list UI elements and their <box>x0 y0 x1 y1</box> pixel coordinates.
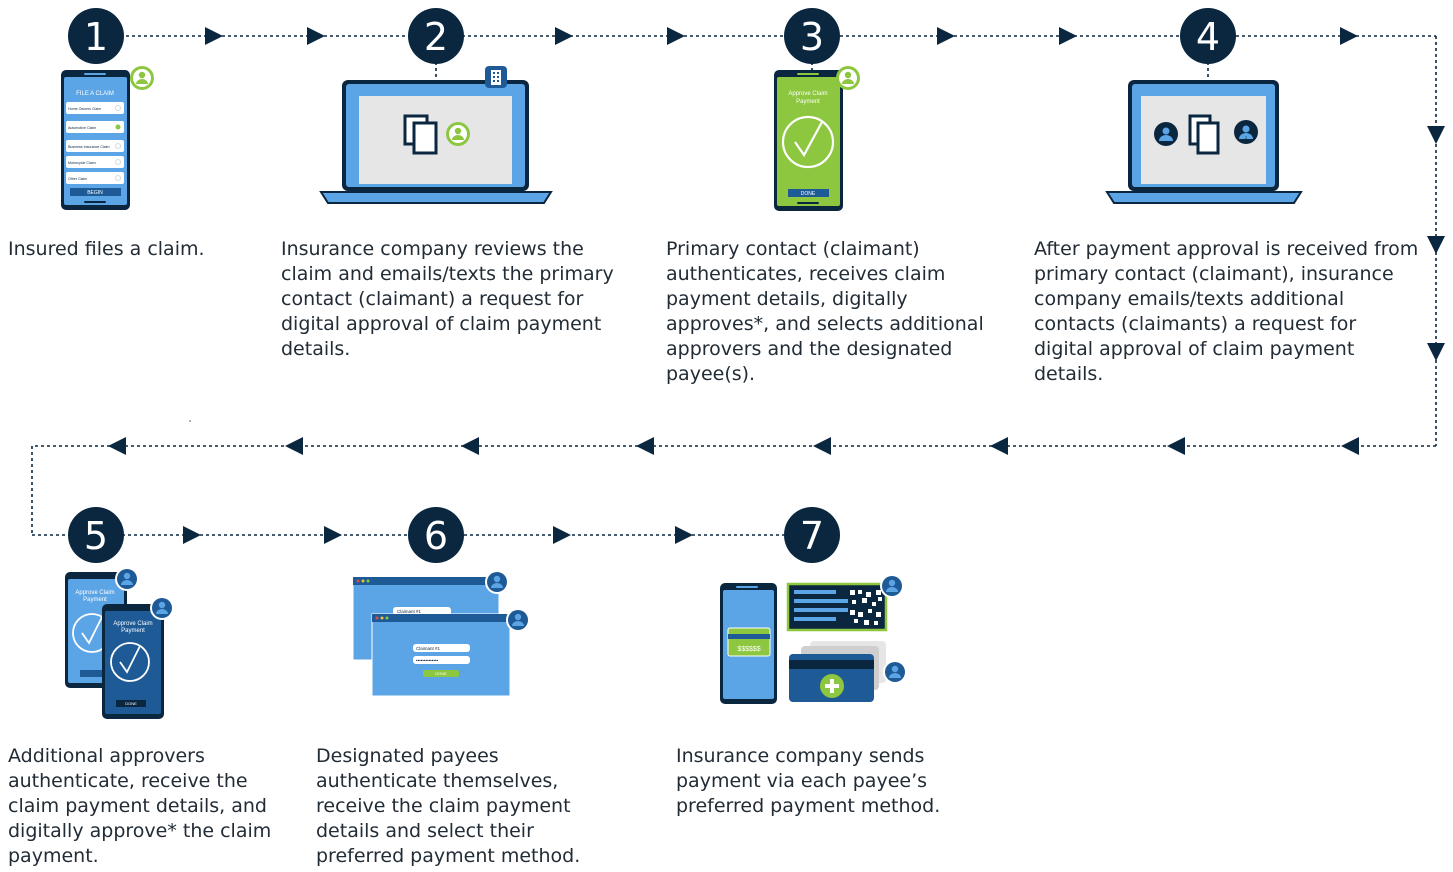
svg-text:7: 7 <box>800 514 824 558</box>
laptop-additional-contacts: 2 <box>1105 80 1303 204</box>
svg-text:DONE: DONE <box>435 671 447 676</box>
svg-text:Claimant #1: Claimant #1 <box>397 609 422 614</box>
credit-card-icon: $$$$$$ <box>727 627 771 657</box>
person-icon <box>836 66 860 90</box>
person-icon <box>446 122 470 146</box>
svg-text:Payment: Payment <box>121 628 145 634</box>
phones-additional-approvers: Approve Claim Payment Approve Claim Paym… <box>65 567 174 719</box>
step-circle-5: 5 <box>68 507 124 563</box>
svg-text:4: 4 <box>1196 15 1220 59</box>
step-circle-2: 2 <box>408 8 464 64</box>
building-icon <box>485 66 507 88</box>
step-circle-6: 6 <box>408 507 464 563</box>
svg-text:DONE: DONE <box>125 701 137 706</box>
svg-text:DONE: DONE <box>801 191 816 197</box>
plus-icon <box>820 674 844 698</box>
person-icon <box>506 608 530 632</box>
svg-text:1: 1 <box>84 15 108 59</box>
person-icon <box>880 574 904 598</box>
person-icon <box>130 66 154 90</box>
phone-file-claim: FILE A CLAIM Home Owners Claim Automotiv… <box>61 66 154 210</box>
svg-text:$$$$$$: $$$$$$ <box>737 646 760 653</box>
person-icon: 2 <box>1234 120 1258 144</box>
qr-code-icon <box>850 590 882 625</box>
documents-icon <box>1188 114 1220 155</box>
svg-text:Approve Claim: Approve Claim <box>788 91 827 97</box>
checkmark-icon <box>781 115 835 169</box>
person-icon <box>115 567 139 591</box>
person-icon <box>150 596 174 620</box>
step-circle-3: 3 <box>784 8 840 64</box>
phone-approve-claim: Approve Claim Payment DONE <box>774 66 860 211</box>
svg-text:Approve Claim: Approve Claim <box>75 590 114 596</box>
person-icon <box>485 570 509 594</box>
step-5-description: Additional approvers authenticate, recei… <box>8 745 272 867</box>
person-icon <box>1154 122 1178 146</box>
svg-text:Claimant #1: Claimant #1 <box>416 646 441 651</box>
checkmark-icon <box>110 642 150 682</box>
svg-text:Payment: Payment <box>796 99 820 105</box>
payment-methods: $$$$$$ <box>720 574 907 704</box>
svg-text:2: 2 <box>424 15 448 59</box>
claim-option-list: Home Owners Claim Automotive Claim Busin… <box>66 102 124 184</box>
step-7-description: Insurance company sends payment via each… <box>676 745 941 817</box>
person-icon <box>883 660 907 684</box>
laptop-review <box>319 66 553 204</box>
step-4-description: After payment approval is received from … <box>1034 238 1419 385</box>
svg-text:BEGIN: BEGIN <box>87 190 103 196</box>
svg-text:Approve Claim: Approve Claim <box>113 621 152 627</box>
svg-text:Motorcycle Claim: Motorcycle Claim <box>68 161 96 165</box>
svg-text:2: 2 <box>1245 135 1248 140</box>
svg-text:6: 6 <box>424 514 448 558</box>
svg-text:Payment: Payment <box>83 597 107 603</box>
svg-text:Home Owners Claim: Home Owners Claim <box>68 107 101 111</box>
svg-text:3: 3 <box>800 15 824 59</box>
browser-windows-payees: Claimant #1 Claimant #1 •••••••••••••• D… <box>352 570 530 697</box>
step-3-description: Primary contact (claimant) authenticates… <box>666 238 984 385</box>
step-6-description: Designated payees authenticate themselve… <box>316 745 581 867</box>
svg-text:Other Claim: Other Claim <box>68 177 87 181</box>
step-2-description: Insurance company reviews the claim and … <box>281 238 614 360</box>
documents-icon <box>403 114 438 155</box>
step-circle-7: 7 <box>784 507 840 563</box>
svg-text:Business Insurance Claim: Business Insurance Claim <box>68 145 110 149</box>
stacked-cards-icon <box>789 641 886 702</box>
svg-text:Automotive Claim: Automotive Claim <box>68 126 96 130</box>
svg-text:••••••••••••••: •••••••••••••• <box>416 658 438 663</box>
svg-text:FILE A CLAIM: FILE A CLAIM <box>76 91 114 97</box>
check-document-icon <box>786 582 888 632</box>
step-circle-4: 4 <box>1180 8 1236 64</box>
step-circle-1: 1 <box>68 8 124 64</box>
stray-dot <box>189 420 191 422</box>
svg-text:5: 5 <box>84 514 108 558</box>
step-1-description: Insured files a claim. <box>8 238 205 260</box>
